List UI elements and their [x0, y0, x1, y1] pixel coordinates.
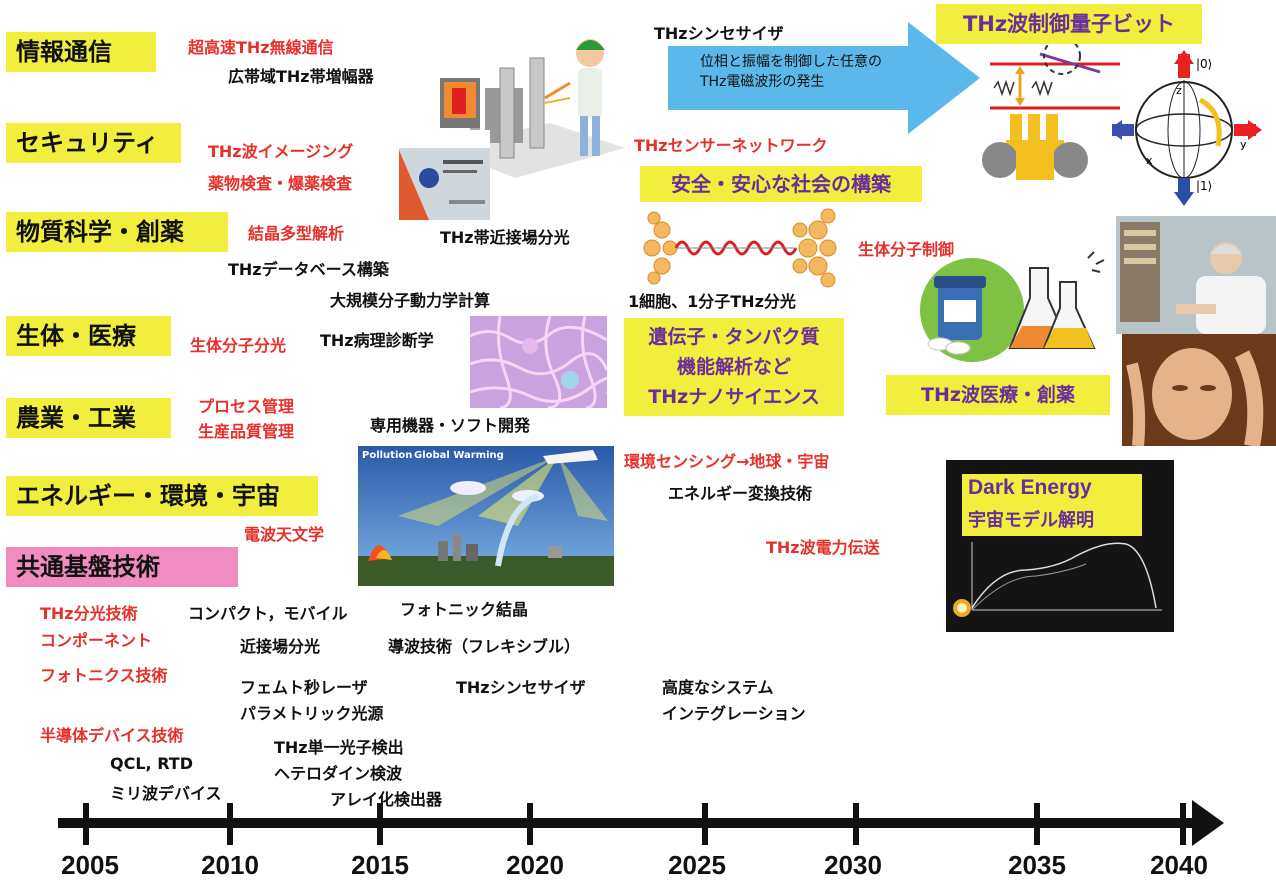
waveform-arrow [668, 22, 980, 134]
doctor-photo [1116, 216, 1276, 334]
environment-image: Pollution Global Warming [358, 446, 614, 586]
global-warming-label: Global Warming [414, 450, 504, 461]
label-single-photon: THz単一光子検出 [274, 738, 404, 757]
category-bio-medical: 生体・医療 [6, 316, 171, 356]
label-radio-astronomy: 電波天文学 [244, 525, 325, 544]
axis-z-label: z [1176, 84, 1182, 97]
label-md-calc: 大規模分子動力学計算 [330, 291, 491, 310]
label-component: コンポーネント [40, 631, 153, 650]
label-bio-spectro: 生体分子分光 [190, 336, 287, 355]
molecule-illustration [643, 208, 837, 288]
timeline-arrowhead [1192, 800, 1224, 846]
label-array: アレイ化検出器 [330, 790, 443, 809]
timeline-tick [527, 803, 533, 845]
pollution-label: Pollution [362, 450, 413, 461]
timeline-tick [1034, 803, 1040, 845]
label-single-cell: 1細胞、1分子THz分光 [628, 292, 796, 311]
label-photonics: フォトニクス技術 [40, 666, 168, 685]
label-advanced-system: 高度なシステム [662, 678, 774, 697]
label-photonic-crystal: フォトニック結晶 [400, 600, 529, 619]
tissue-image [470, 316, 607, 408]
year-label: 2005 [61, 850, 119, 880]
year-label: 2015 [351, 850, 409, 880]
label-mm-device: ミリ波デバイス [110, 784, 222, 803]
goal-qubit: THz波制御量子ビット [936, 4, 1202, 44]
label-dark-energy: Dark Energy [968, 476, 1092, 499]
timeline-tick [853, 803, 859, 845]
year-label: 2025 [668, 850, 726, 880]
timeline-tick [83, 803, 89, 845]
label-quality-mgmt: 生産品質管理 [198, 422, 295, 441]
year-label: 2035 [1008, 850, 1066, 880]
goal-safe-society: 安全・安心な社会の構築 [640, 166, 922, 202]
label-crystal-poly: 結晶多型解析 [248, 224, 345, 243]
label-dedicated-devices: 専用機器・ソフト開発 [370, 416, 531, 435]
label-waveform-gen: 位相と振幅を制御した任意の THz電磁波形の発生 [700, 54, 882, 90]
category-info-comm: 情報通信 [6, 32, 156, 72]
timeline-tick [1180, 803, 1186, 845]
timeline-tick [702, 803, 708, 845]
label-compact: コンパクト，モバイル [188, 604, 348, 623]
goal-thz-medical: THz波医療・創薬 [886, 375, 1110, 415]
imaging-photo [399, 130, 490, 220]
year-label: 2020 [506, 850, 564, 880]
category-agri-industry: 農業・工業 [6, 398, 171, 438]
label-semiconductor: 半導体デバイス技術 [40, 726, 184, 745]
goal-gene-protein: 遺伝子・タンパク質 機能解析など THzナノサイエンス [624, 318, 844, 416]
medicine-illustration [920, 251, 1105, 362]
label-pathology: THz病理診断学 [320, 331, 434, 350]
label-env-sensing: 環境センシング→地球・宇宙 [624, 452, 830, 471]
label-wideband-amp: 広帯域THz帯増幅器 [228, 67, 374, 86]
timeline-axis [58, 818, 1198, 828]
label-near-field2: 近接場分光 [240, 637, 321, 656]
label-thz-imaging: THz波イメージング [208, 142, 354, 161]
category-security: セキュリティ [6, 123, 181, 163]
label-synthesizer: THzシンセサイザ [456, 678, 586, 697]
year-label: 2010 [201, 850, 259, 880]
axis-x-label: x [1146, 154, 1153, 167]
label-waveguide: 導波技術（フレキシブル） [388, 637, 581, 656]
year-label: 2030 [824, 850, 882, 880]
label-ultrafast-wireless: 超高速THz無線通信 [188, 38, 334, 57]
ket1-label: |1⟩ [1196, 179, 1212, 193]
category-common-base: 共通基盤技術 [6, 547, 238, 587]
label-near-field: THz帯近接場分光 [440, 228, 570, 247]
label-thz-spectro-tech: THz分光技術 [40, 604, 138, 623]
label-sensor-network: THzセンサーネットワーク [634, 136, 828, 155]
label-universe-model: 宇宙モデル解明 [968, 510, 1094, 531]
label-drug-inspection: 薬物検査・爆薬検査 [208, 174, 353, 193]
label-process-mgmt: プロセス管理 [198, 397, 295, 416]
dark-energy-image: Dark Energy 宇宙モデル解明 [946, 460, 1174, 632]
label-database: THzデータベース構築 [228, 260, 389, 279]
label-femto: フェムト秒レーザ [240, 678, 368, 697]
label-parametric: パラメトリック光源 [240, 704, 384, 723]
label-qcl-rtd: QCL, RTD [110, 754, 193, 773]
timeline-tick [227, 803, 233, 845]
ket0-label: |0⟩ [1196, 57, 1212, 71]
label-integration: インテグレーション [662, 704, 806, 723]
category-energy-env-space: エネルギー・環境・宇宙 [6, 476, 318, 516]
label-bio-control: 生体分子制御 [858, 240, 955, 259]
label-synthesizer-top: THzシンセサイザ [654, 24, 784, 43]
label-energy-conv: エネルギー変換技術 [668, 484, 813, 503]
timeline-tick [377, 803, 383, 845]
qubit-device-illustration [982, 44, 1120, 180]
axis-y-label: y [1240, 138, 1247, 151]
face-photo [1122, 334, 1276, 446]
label-power-trans: THz波電力伝送 [766, 538, 880, 557]
label-heterodyne: ヘテロダイン検波 [274, 764, 403, 783]
bloch-sphere-illustration: |0⟩ |1⟩ x y z [1112, 50, 1262, 206]
year-label: 2040 [1150, 850, 1208, 880]
category-material-drug: 物質科学・創薬 [6, 212, 228, 252]
